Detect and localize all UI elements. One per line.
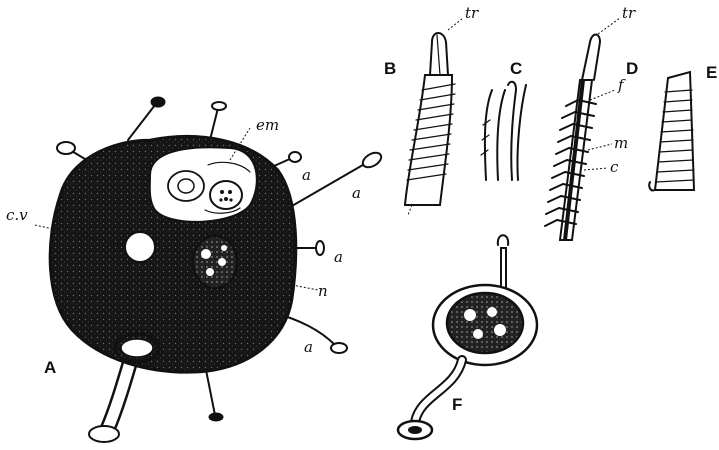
label-tr-b: tr (465, 4, 479, 22)
label-cv: c.v (6, 206, 28, 224)
panel-letter-b: B (384, 59, 396, 78)
label-m: m (614, 134, 628, 152)
panel-letter-f: F (452, 395, 462, 414)
panel-b: tr B (384, 4, 479, 215)
panel-c: C (481, 59, 526, 180)
panel-e: E (649, 63, 717, 190)
label-a-2: a (352, 184, 361, 202)
panel-letter-d: D (626, 59, 638, 78)
nucleus (193, 236, 237, 288)
panel-f: F (398, 235, 537, 439)
label-em: em (256, 116, 279, 134)
embryo (150, 147, 257, 222)
panel-letter-e: E (706, 63, 717, 82)
panel-a: em c.v n a a a a A (6, 97, 384, 442)
label-a-3: a (334, 248, 343, 266)
panel-letter-c: C (510, 59, 522, 78)
panel-letter-a: A (44, 358, 56, 377)
label-a-1: a (302, 166, 311, 184)
label-a-4: a (304, 338, 313, 356)
label-n: n (318, 282, 328, 300)
label-f: f (617, 76, 626, 94)
panel-d: tr f m c D (545, 4, 638, 240)
contractile-vacuole (125, 232, 155, 262)
label-c: c (610, 158, 619, 176)
label-tr-d: tr (622, 4, 636, 22)
